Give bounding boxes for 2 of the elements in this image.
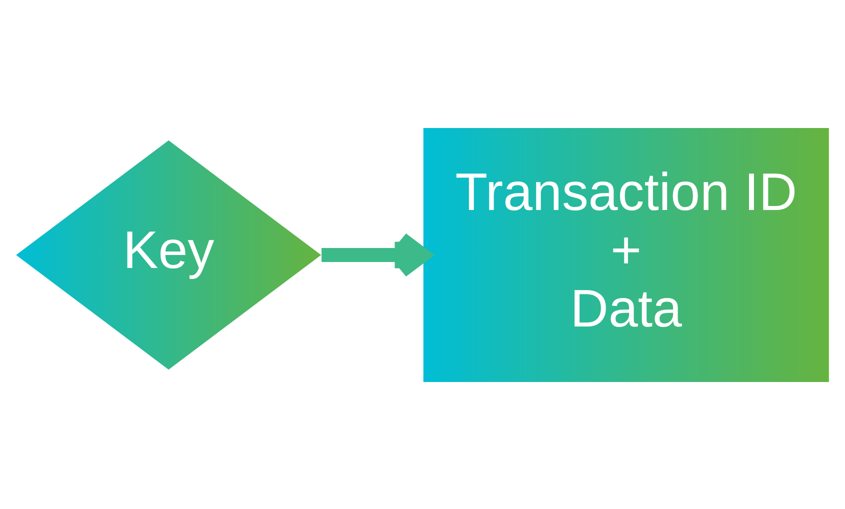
node-diamond: Key: [16, 140, 322, 370]
node-box: Transaction ID + Data: [423, 128, 829, 382]
